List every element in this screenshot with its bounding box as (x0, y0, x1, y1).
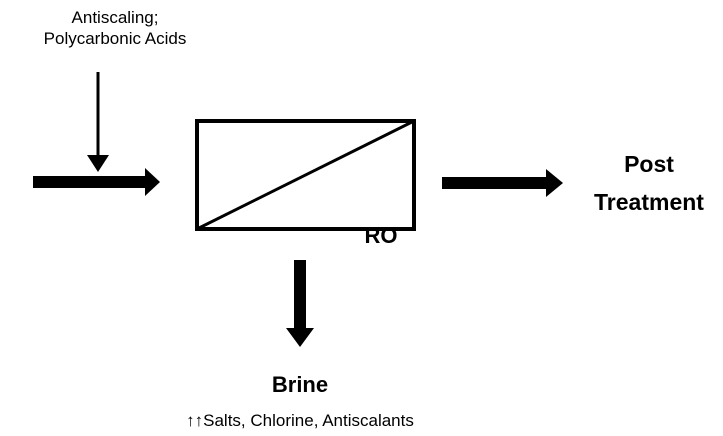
permeate-arrowhead (546, 169, 563, 197)
additive-label: Antiscaling; Polycarbonic Acids (0, 7, 230, 50)
additive-label-line2: Polycarbonic Acids (43, 29, 187, 49)
feed-arrow-shaft (33, 176, 147, 188)
ro-unit-label: RO (364, 223, 398, 248)
feed-arrowhead (145, 168, 160, 196)
brine-description: ↑↑Salts, Chlorine, Antiscalants (186, 411, 414, 430)
post-treatment-line2: Treatment (594, 188, 704, 215)
post-treatment-line1: Post (624, 151, 674, 177)
brine-title: Brine (271, 372, 329, 397)
ro-membrane-diagonal (196, 119, 415, 231)
additive-arrowhead (87, 155, 109, 172)
ro-unit-box (195, 119, 416, 231)
permeate-arrow-shaft (442, 177, 548, 189)
post-treatment-label: Post Treatment (575, 146, 723, 222)
additive-label-line1: Antiscaling; (71, 8, 159, 27)
brine-arrowhead (286, 328, 314, 347)
brine-arrow-shaft (294, 260, 306, 330)
